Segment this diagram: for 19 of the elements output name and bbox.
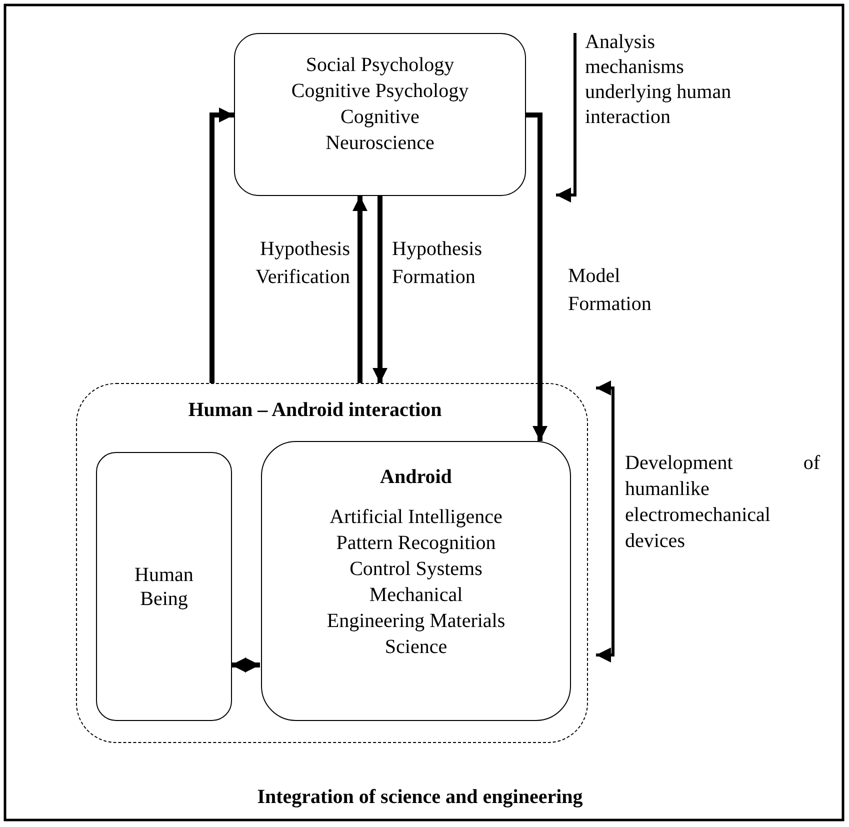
box-text: Social Psychology Cognitive Psychology Cognitive Neuroscience bbox=[290, 53, 470, 156]
arrow bbox=[231, 658, 260, 672]
edge-label: Hypothesis Formation bbox=[392, 237, 483, 290]
arrow bbox=[352, 196, 368, 383]
footer-caption: Integration of science and engineering bbox=[256, 785, 584, 810]
edge-label: Hypothesis Verification bbox=[254, 237, 350, 290]
edge-label: Model Formation bbox=[568, 264, 652, 317]
region-heading: Human – Android interaction bbox=[187, 398, 443, 422]
discipline-box bbox=[234, 33, 526, 196]
box-heading: Android bbox=[379, 465, 453, 490]
android-box bbox=[261, 441, 571, 721]
human-box bbox=[96, 452, 232, 721]
arrow bbox=[372, 196, 388, 383]
interaction-region bbox=[76, 383, 588, 743]
arrow bbox=[210, 108, 234, 383]
annotation-text: Analysis mechanisms underlying human interaction bbox=[585, 30, 732, 130]
box-text: Artificial Intelligence Pattern Recognition Control Systems Mechanical Engineering Materials Science bbox=[326, 505, 506, 660]
box-text: Human Being bbox=[134, 562, 194, 610]
annotation-text: Development of humanlike electromechanical devices bbox=[625, 451, 820, 554]
